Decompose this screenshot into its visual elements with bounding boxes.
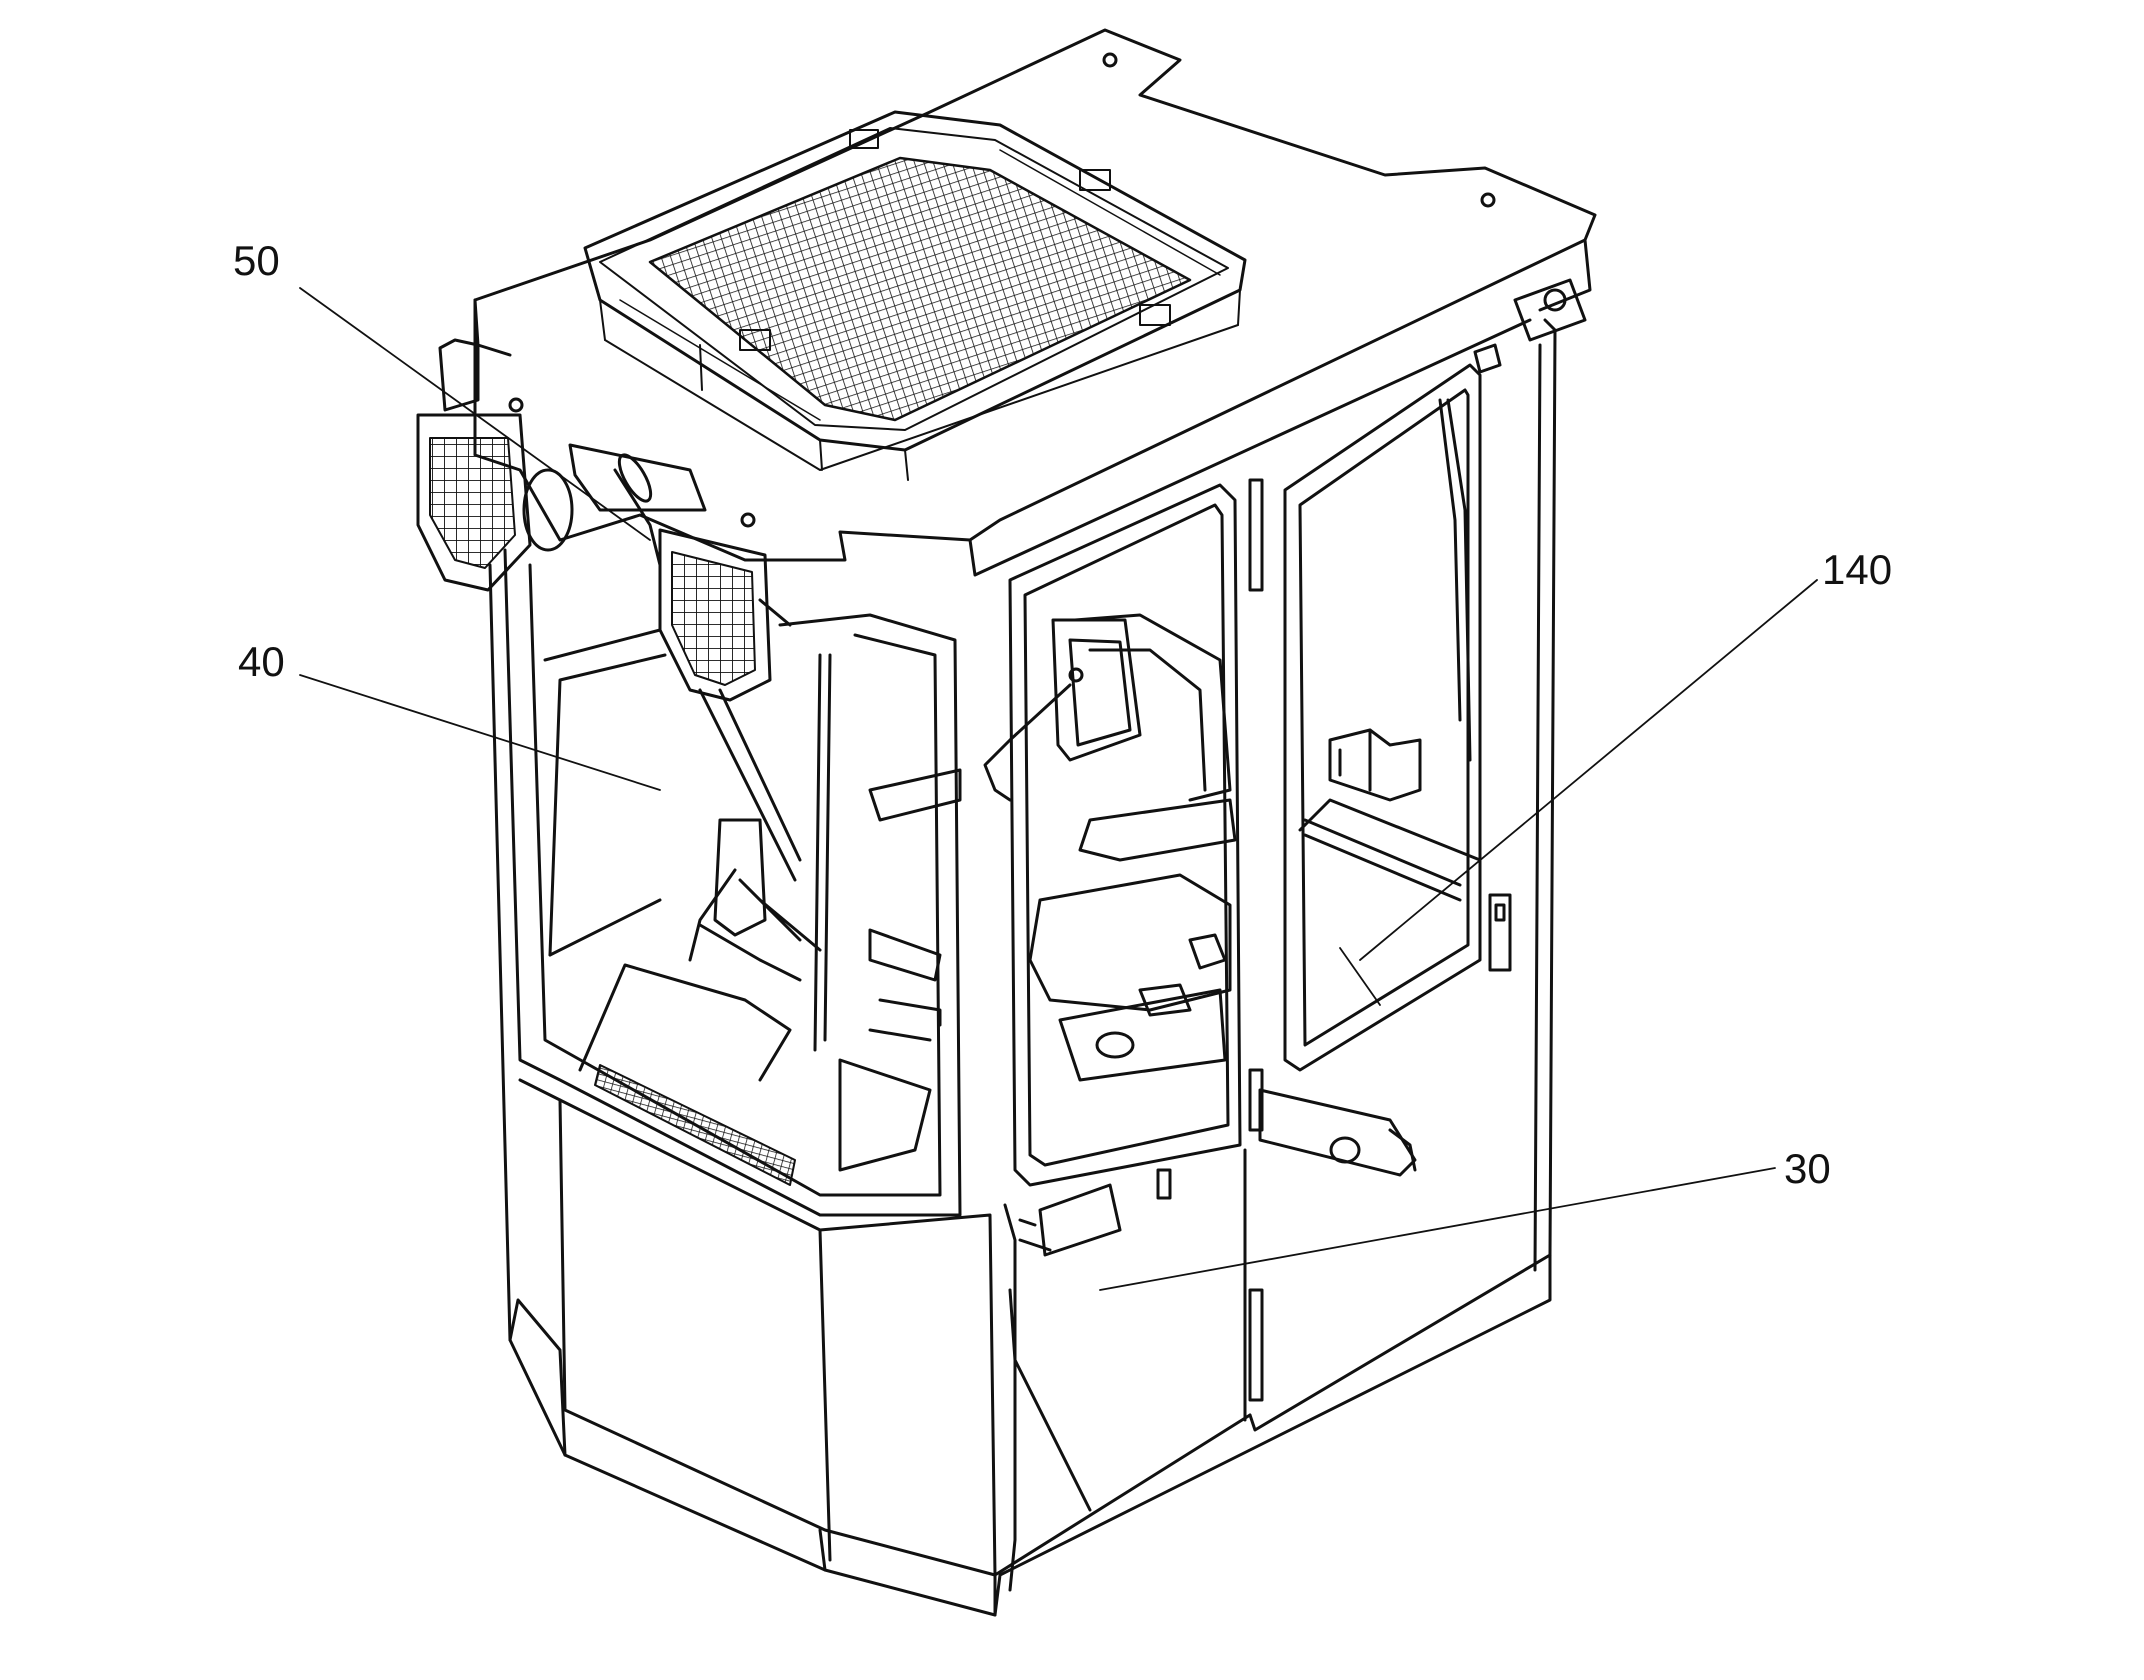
reference-numeral-50: 50 (233, 237, 280, 284)
rear-side-window (1283, 363, 1512, 1072)
rear-brace (1258, 1088, 1417, 1177)
leader-50 (299, 287, 651, 541)
leader-40 (299, 674, 661, 791)
leader-30 (1099, 1167, 1776, 1291)
reference-numeral-40: 40 (238, 638, 285, 685)
roof-basket (583, 110, 1247, 481)
reference-numeral-140: 140 (1822, 546, 1893, 593)
front-wiper-motor (568, 443, 707, 567)
interior-controls (578, 768, 962, 1186)
leader-140 (1339, 579, 1818, 1006)
front-wiper-blade (698, 653, 832, 1052)
roof-hinge (1473, 278, 1587, 374)
right-work-light (658, 528, 792, 702)
left-work-light (416, 338, 574, 592)
reference-numeral-30: 30 (1784, 1145, 1831, 1192)
leader-lines (299, 287, 1818, 1291)
cab-roof (473, 28, 1597, 577)
side-door (1008, 478, 1264, 1402)
front-window (503, 548, 962, 1217)
cab-body (488, 318, 1557, 1617)
side-mirror (983, 618, 1142, 802)
